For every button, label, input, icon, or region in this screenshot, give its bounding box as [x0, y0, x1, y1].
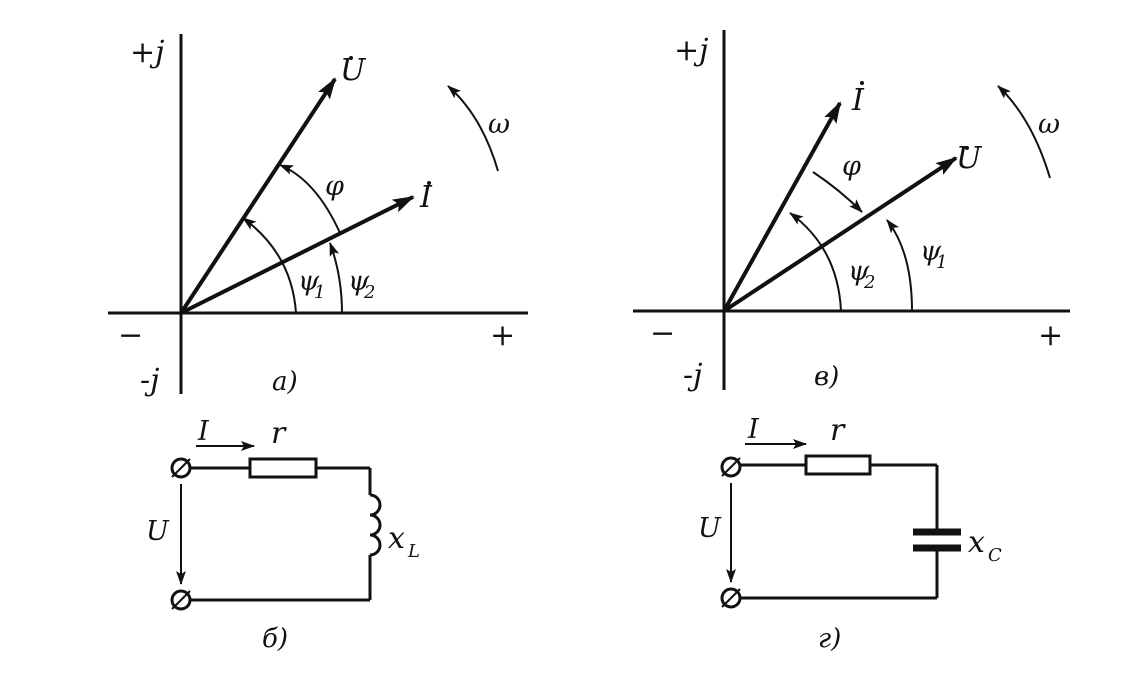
- phasor-diagram-v: +j -j + − I U φ ψ 2 ψ 1 ω в): [633, 30, 1070, 393]
- current-phasor: [180, 195, 415, 315]
- psi1-subscript: 1: [314, 282, 325, 303]
- reactance-label: x: [388, 521, 405, 556]
- caption-v: в): [814, 362, 839, 392]
- axis-label-neg-real: −: [118, 318, 143, 353]
- voltage-dot: [965, 146, 969, 150]
- voltage-phasor-label: U: [956, 141, 983, 176]
- current-phasor: [722, 101, 842, 312]
- circuit-g: I r U x C г): [698, 413, 1002, 654]
- psi2-subscript: 2: [363, 282, 375, 303]
- phi-label: φ: [842, 151, 861, 182]
- current-label: I: [197, 416, 210, 447]
- current-dot: [427, 181, 431, 185]
- phasor-diagram-a: +j -j + − U I φ ψ 1 ψ 2 ω a): [108, 34, 528, 398]
- inductor-coil: [369, 493, 382, 557]
- omega-rotation-arrow: [447, 85, 499, 172]
- voltage-label: U: [146, 516, 170, 547]
- reactance-subscript: C: [988, 545, 1002, 566]
- reactance-label: x: [968, 525, 985, 560]
- axis-label-pos-real: +: [1038, 318, 1063, 353]
- current-dot: [860, 81, 864, 85]
- axis-label-pos-real: +: [490, 318, 515, 353]
- resistor-label: r: [830, 413, 846, 448]
- psi2-subscript: 2: [863, 272, 875, 293]
- phi-arc: [812, 171, 863, 213]
- terminal-top-slash: [171, 458, 191, 478]
- psi1-arc: [242, 217, 297, 314]
- voltage-label: U: [698, 513, 722, 544]
- omega-label: ω: [1038, 109, 1060, 140]
- terminal-bottom-slash: [171, 590, 191, 610]
- resistor: [804, 454, 872, 476]
- caption-g: г): [818, 624, 841, 654]
- psi2-arc: [789, 212, 842, 312]
- resistor: [248, 457, 318, 479]
- resistor-label: r: [271, 416, 287, 451]
- psi2-label: ψ: [348, 266, 370, 297]
- psi2-arc: [329, 242, 343, 314]
- axis-label-pos-imag: +j: [130, 35, 164, 70]
- axis-label-neg-imag: -j: [140, 363, 159, 398]
- axis-label-neg-imag: -j: [683, 358, 702, 393]
- phi-arc: [279, 164, 341, 234]
- psi1-subscript: 1: [936, 252, 947, 273]
- axis-label-pos-imag: +j: [674, 33, 708, 68]
- omega-label: ω: [488, 109, 510, 140]
- psi1-label: ψ: [920, 236, 942, 267]
- axis-label-neg-real: −: [650, 316, 675, 351]
- reactance-subscript: L: [407, 541, 420, 562]
- voltage-phasor-label: U: [340, 53, 367, 88]
- voltage-dot: [349, 56, 353, 60]
- psi2-label: ψ: [848, 256, 870, 287]
- terminal-top-slash: [721, 457, 741, 477]
- circuit-b: I r U x L б): [146, 416, 420, 654]
- omega-rotation-arrow: [997, 85, 1051, 179]
- current-phasor-label: I: [419, 180, 433, 215]
- psi1-label: ψ: [298, 266, 320, 297]
- current-phasor-label: I: [851, 83, 865, 118]
- caption-b: б): [262, 624, 288, 654]
- caption-a: a): [272, 367, 298, 397]
- voltage-phasor: [179, 77, 337, 315]
- psi1-arc: [886, 219, 913, 312]
- voltage-phasor: [722, 156, 958, 313]
- terminal-bottom-slash: [721, 588, 741, 608]
- phi-label: φ: [325, 171, 344, 202]
- current-label: I: [747, 414, 760, 445]
- terminal-top: [720, 456, 742, 478]
